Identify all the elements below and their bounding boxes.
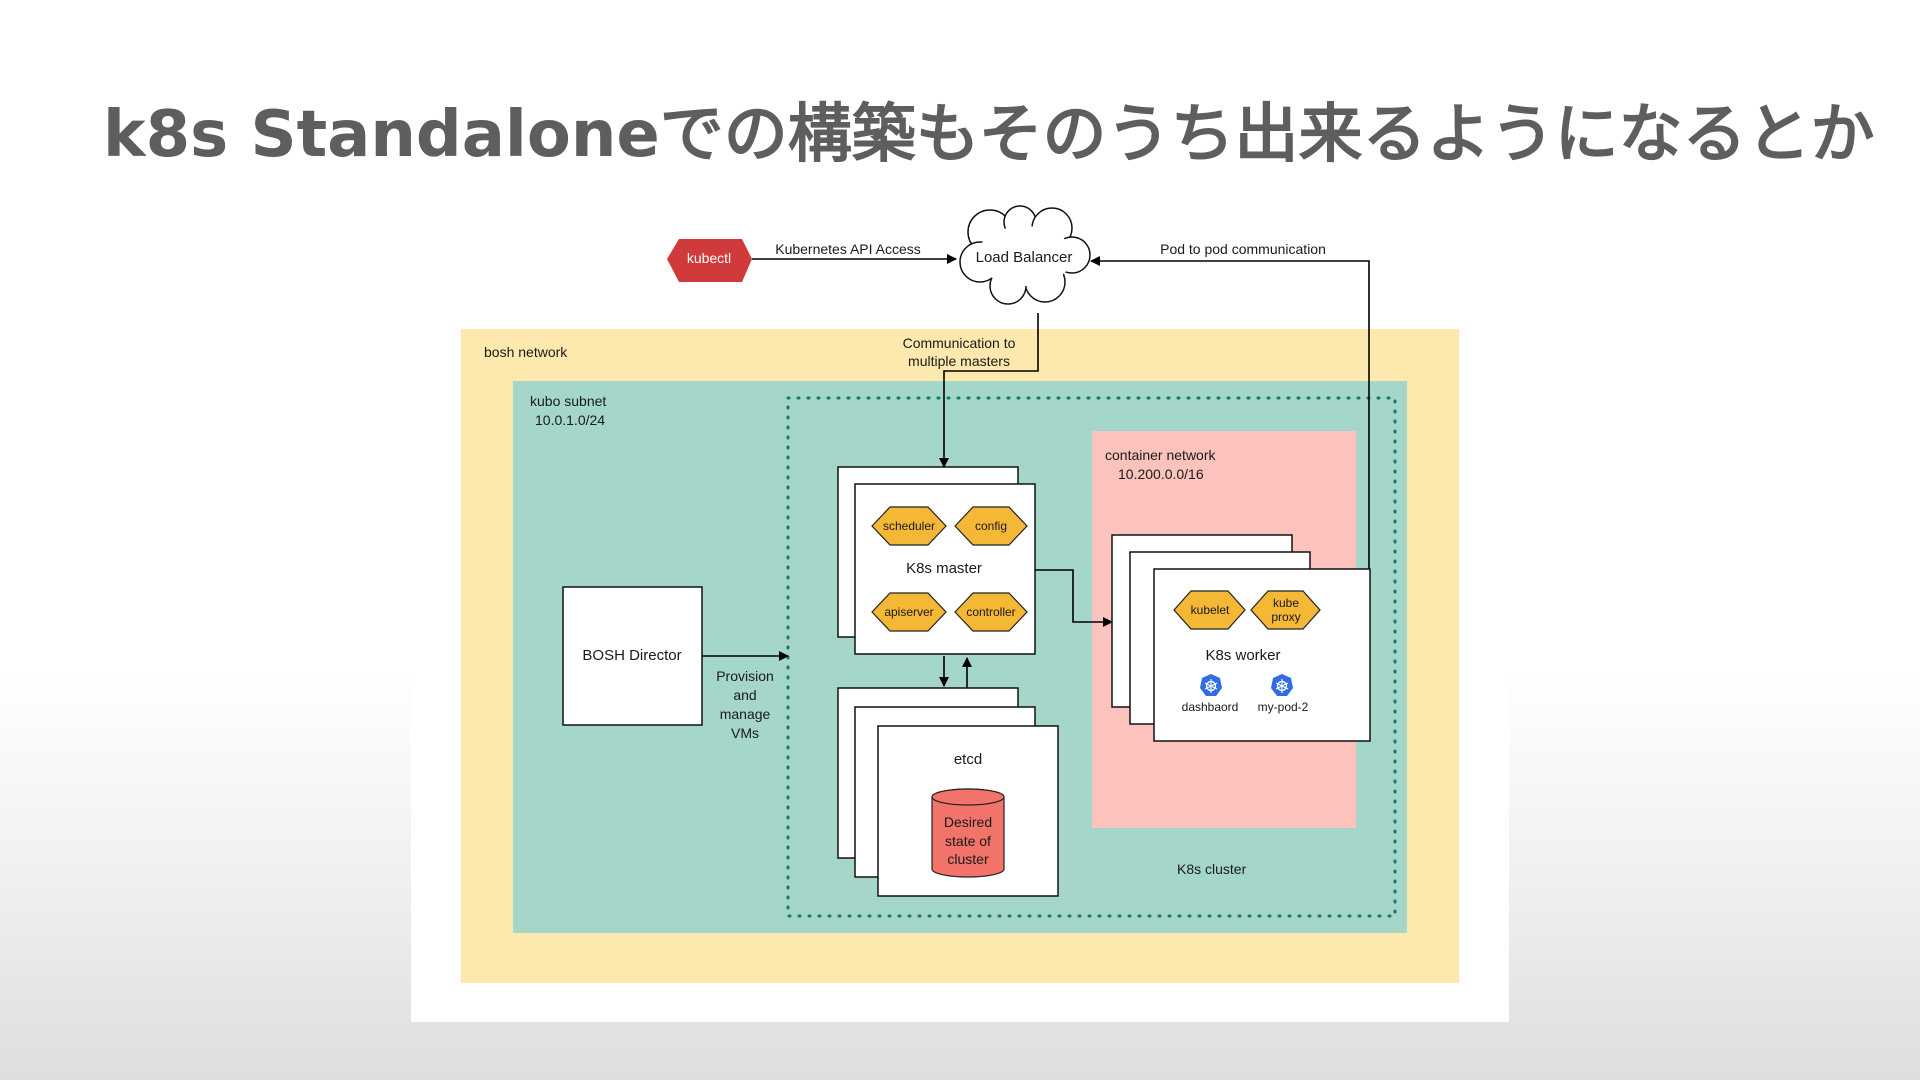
master-to-worker-arrow <box>1035 569 1113 627</box>
etcd-state-line-2: state of <box>945 833 991 849</box>
controller-label: controller <box>966 605 1015 619</box>
provision-label-2: and <box>733 687 756 703</box>
etcd-state-line-3: cluster <box>947 851 989 867</box>
kubelet-component <box>1173 590 1246 630</box>
desired-state-cylinder <box>931 788 1005 878</box>
pod-my-pod-2-label: my-pod-2 <box>1258 700 1309 714</box>
kubectl-node <box>667 239 752 282</box>
kubelet-label: kubelet <box>1191 603 1230 617</box>
kubo-subnet-label: kubo subnet <box>530 393 606 409</box>
kube-proxy-component <box>1250 590 1321 630</box>
multi-master-label-1: Communication to <box>903 335 1016 351</box>
load-balancer-label: Load Balancer <box>976 249 1073 266</box>
multi-master-arrow <box>939 313 1039 468</box>
scheduler-component <box>871 506 947 546</box>
etcd-label: etcd <box>954 751 982 768</box>
worker-label: K8s worker <box>1205 647 1280 664</box>
bosh-director-box <box>562 586 703 726</box>
controller-component <box>954 592 1028 632</box>
scheduler-label: scheduler <box>883 519 935 533</box>
kubernetes-icon <box>1271 674 1293 696</box>
config-component <box>954 506 1028 546</box>
kubo-subnet-cidr: 10.0.1.0/24 <box>535 412 605 428</box>
bosh-director-label: BOSH Director <box>582 647 681 664</box>
api-access-label: Kubernetes API Access <box>775 241 921 257</box>
config-label: config <box>975 519 1007 533</box>
slide-title: k8s Standaloneでの構築もそのうち出来るようになるとか <box>103 98 1875 172</box>
kube-proxy-label-2: proxy <box>1271 610 1300 624</box>
load-balancer-cloud <box>959 205 1091 305</box>
apiserver-component <box>871 592 947 632</box>
apiserver-label: apiserver <box>884 605 933 619</box>
kubectl-label: kubectl <box>687 250 731 266</box>
k8s-cluster-label: K8s cluster <box>1177 861 1247 877</box>
kubernetes-icon <box>1200 674 1222 696</box>
pod-dashboard-label: dashbaord <box>1182 700 1239 714</box>
master-label: K8s master <box>906 560 982 577</box>
provision-label-3: manage <box>720 706 771 722</box>
container-network-label: container network <box>1105 447 1217 463</box>
provision-label-4: VMs <box>731 725 759 741</box>
pod-to-pod-label: Pod to pod communication <box>1160 241 1326 257</box>
kube-proxy-label-1: kube <box>1273 596 1299 610</box>
multi-master-label-2: multiple masters <box>908 353 1010 369</box>
etcd-state-line-1: Desired <box>944 814 992 830</box>
provision-label-1: Provision <box>716 668 774 684</box>
container-network-cidr: 10.200.0.0/16 <box>1118 466 1204 482</box>
bosh-network-label: bosh network <box>484 344 568 360</box>
